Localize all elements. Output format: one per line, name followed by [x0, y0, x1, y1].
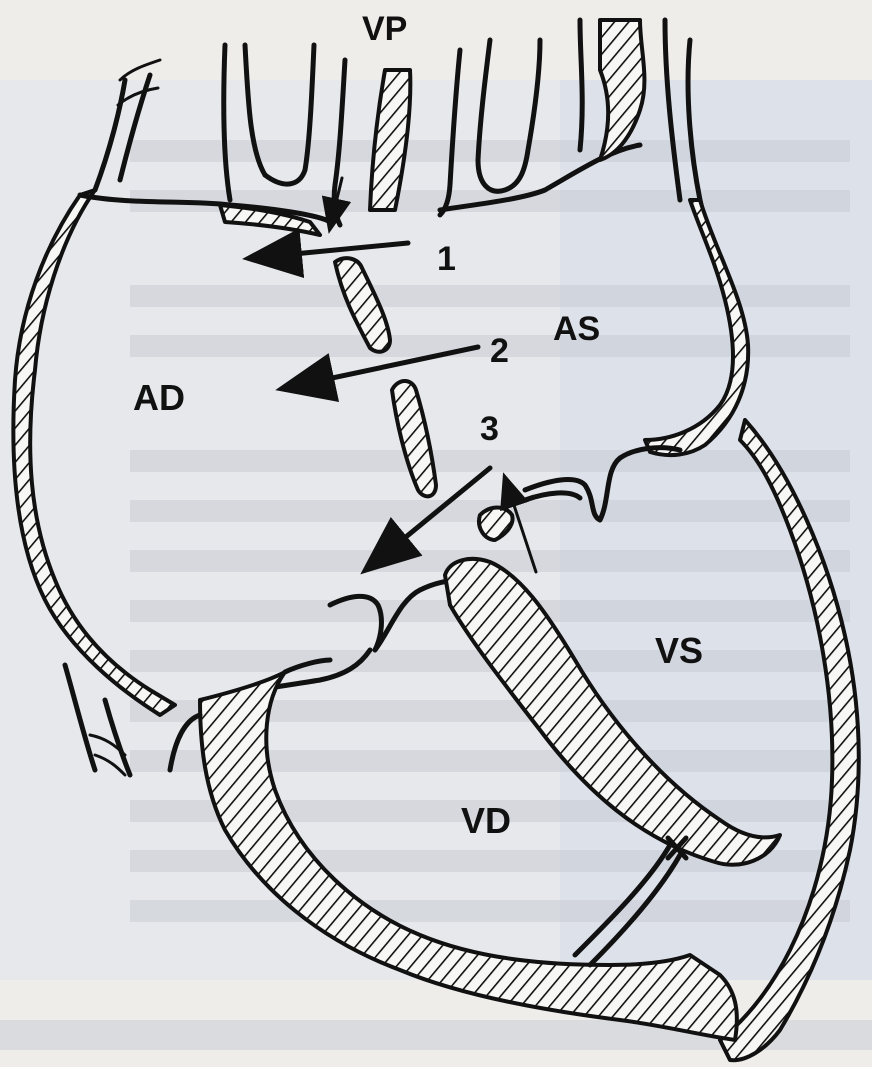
label-ad: AD: [133, 377, 185, 418]
label-vs: VS: [655, 630, 703, 671]
label-2: 2: [490, 332, 509, 370]
label-vd: VD: [461, 800, 511, 841]
label-1: 1: [437, 240, 456, 278]
label-3: 3: [480, 410, 499, 448]
label-vp: VP: [362, 10, 407, 48]
label-as: AS: [553, 310, 600, 348]
